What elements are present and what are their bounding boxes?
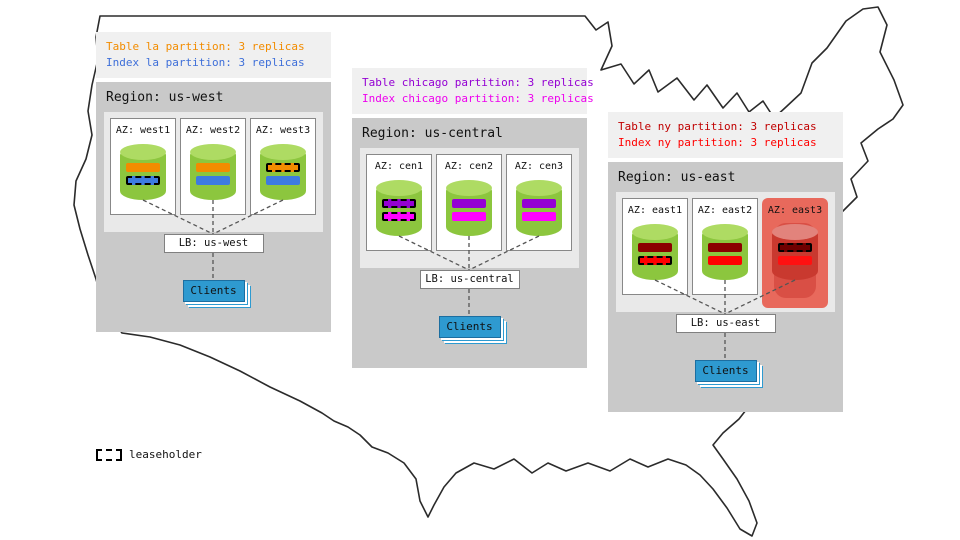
az-label: AZ: cen3	[514, 161, 564, 172]
clients-box: Clients	[438, 316, 501, 338]
index-partition-replica	[522, 212, 556, 221]
az-label: AZ: west3	[255, 125, 311, 136]
leaseholder-swatch-icon	[96, 448, 122, 461]
az-cen2: AZ: cen2	[436, 154, 502, 251]
index-partition-replica	[266, 176, 300, 185]
az-west3: AZ: west3	[250, 118, 316, 215]
caption-us-central: Table chicago partition: 3 replicas Inde…	[352, 68, 594, 114]
region-group-us-west: Table la partition: 3 replicas Index la …	[96, 32, 331, 332]
az-west2: AZ: west2	[180, 118, 246, 215]
table-partition-replica	[522, 199, 556, 208]
az-panel: AZ: west1 AZ: west2	[104, 112, 323, 232]
legend: leaseholder	[96, 448, 202, 461]
table-partition-replica	[452, 199, 486, 208]
index-partition-replica	[638, 256, 672, 265]
replica-bars	[708, 243, 742, 265]
region-box-us-central: Region: us-central AZ: cen1 AZ: cen2	[352, 118, 587, 368]
table-partition-replica	[638, 243, 672, 252]
caption-table-partition: Table chicago partition: 3 replicas	[362, 76, 594, 89]
az-label: AZ: east3	[767, 205, 823, 216]
database-cylinder	[190, 144, 236, 200]
index-partition-replica	[126, 176, 160, 185]
legend-label: leaseholder	[129, 448, 202, 461]
replica-bars	[522, 199, 556, 221]
az-label: AZ: cen1	[374, 161, 424, 172]
load-balancer: LB: us-west	[163, 234, 264, 253]
az-label: AZ: cen2	[444, 161, 494, 172]
region-box-us-east: Region: us-east AZ: east1 AZ: east2	[608, 162, 843, 412]
database-cylinder	[446, 180, 492, 236]
az-east2: AZ: east2	[692, 198, 758, 295]
database-cylinder	[260, 144, 306, 200]
caption-table-partition: Table la partition: 3 replicas	[106, 40, 305, 53]
index-partition-replica	[452, 212, 486, 221]
index-partition-replica	[196, 176, 230, 185]
region-title: Region: us-central	[362, 126, 503, 141]
az-label: AZ: west1	[115, 125, 171, 136]
region-group-us-east: Table ny partition: 3 replicas Index ny …	[608, 112, 843, 412]
table-partition-replica	[196, 163, 230, 172]
database-cylinder	[772, 224, 818, 280]
replica-bars	[196, 163, 230, 185]
load-balancer: LB: us-east	[675, 314, 776, 333]
database-cylinder	[376, 180, 422, 236]
region-box-us-west: Region: us-west AZ: west1 AZ: west2	[96, 82, 331, 332]
table-partition-replica	[126, 163, 160, 172]
replica-bars	[382, 199, 416, 221]
region-title: Region: us-west	[106, 90, 224, 105]
az-cen3: AZ: cen3	[506, 154, 572, 251]
replica-bars	[778, 243, 812, 265]
az-label: AZ: east2	[697, 205, 753, 216]
index-partition-replica	[382, 212, 416, 221]
caption-us-east: Table ny partition: 3 replicas Index ny …	[608, 112, 843, 158]
region-title: Region: us-east	[618, 170, 736, 185]
az-cen1: AZ: cen1	[366, 154, 432, 251]
az-east1: AZ: east1	[622, 198, 688, 295]
database-cylinder	[120, 144, 166, 200]
clients-box: Clients	[694, 360, 757, 382]
az-panel: AZ: east1 AZ: east2	[616, 192, 835, 312]
az-east3: AZ: east3	[762, 198, 828, 308]
index-partition-replica	[708, 256, 742, 265]
replica-bars	[452, 199, 486, 221]
region-group-us-central: Table chicago partition: 3 replicas Inde…	[352, 68, 594, 368]
replica-bars	[126, 163, 160, 185]
caption-index-partition: Index la partition: 3 replicas	[106, 56, 305, 69]
az-label: AZ: east1	[627, 205, 683, 216]
replica-bars	[266, 163, 300, 185]
caption-index-partition: Index chicago partition: 3 replicas	[362, 92, 594, 105]
load-balancer: LB: us-central	[419, 270, 520, 289]
az-label: AZ: west2	[185, 125, 241, 136]
replica-bars	[638, 243, 672, 265]
table-partition-replica	[266, 163, 300, 172]
database-cylinder	[632, 224, 678, 280]
az-panel: AZ: cen1 AZ: cen2	[360, 148, 579, 268]
caption-us-west: Table la partition: 3 replicas Index la …	[96, 32, 331, 78]
caption-table-partition: Table ny partition: 3 replicas	[618, 120, 817, 133]
index-partition-replica	[778, 256, 812, 265]
table-partition-replica	[382, 199, 416, 208]
caption-index-partition: Index ny partition: 3 replicas	[618, 136, 817, 149]
database-cylinder	[702, 224, 748, 280]
clients-box: Clients	[182, 280, 245, 302]
table-partition-replica	[778, 243, 812, 252]
database-cylinder	[516, 180, 562, 236]
table-partition-replica	[708, 243, 742, 252]
az-west1: AZ: west1	[110, 118, 176, 215]
